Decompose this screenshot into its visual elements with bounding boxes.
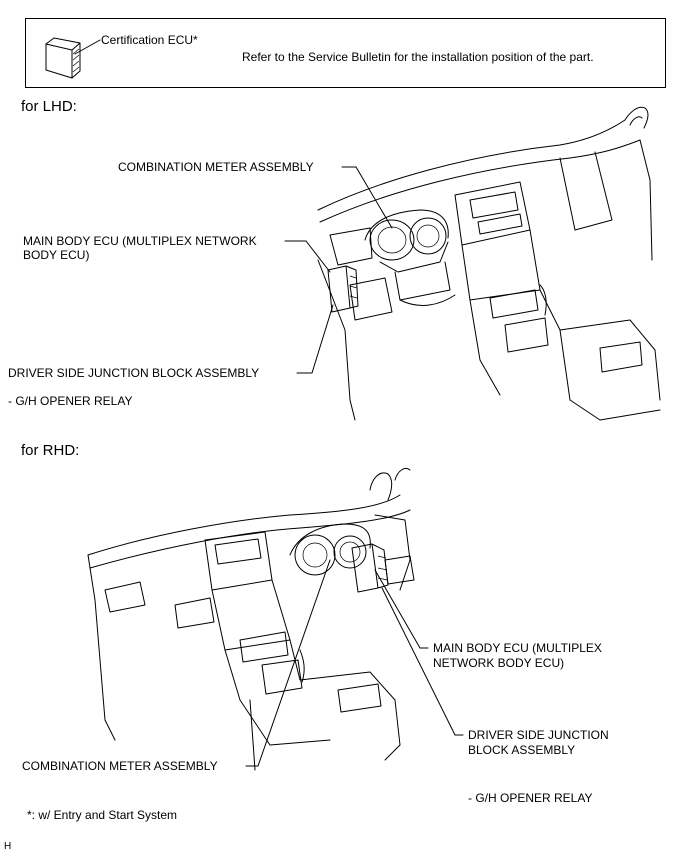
legend-note: Refer to the Service Bulletin for the in…	[242, 50, 594, 64]
footnote: *: w/ Entry and Start System	[27, 808, 178, 822]
lhd-main-body-ecu-label-line2: BODY ECU)	[23, 248, 90, 262]
rhd-heading: for RHD:	[21, 442, 80, 459]
rhd-dashboard-drawing	[87, 467, 415, 771]
lhd-dashboard-drawing	[317, 106, 661, 421]
lhd-leader-lines	[284, 166, 393, 374]
rhd-main-body-ecu-label-line1: MAIN BODY ECU (MULTIPLEX	[433, 641, 602, 655]
rhd-driver-side-jb-label-line2: BLOCK ASSEMBLY	[468, 743, 576, 757]
rhd-relay-label: - G/H OPENER RELAY	[468, 791, 593, 805]
certification-ecu-label: Certification ECU*	[101, 33, 198, 47]
rhd-driver-side-jb-label-line1: DRIVER SIDE JUNCTION	[468, 728, 609, 742]
lhd-driver-side-jb-label: DRIVER SIDE JUNCTION BLOCK ASSEMBLY	[8, 366, 260, 380]
lhd-main-body-ecu-label-line1: MAIN BODY ECU (MULTIPLEX NETWORK	[23, 234, 257, 248]
lhd-combination-meter-label: COMBINATION METER ASSEMBLY	[118, 160, 314, 174]
lhd-relay-label: - G/H OPENER RELAY	[8, 394, 133, 408]
lhd-heading: for LHD:	[21, 98, 77, 115]
rhd-leader-lines	[245, 559, 464, 767]
rhd-main-body-ecu-label-line2: NETWORK BODY ECU)	[433, 656, 565, 670]
rhd-combination-meter-label: COMBINATION METER ASSEMBLY	[22, 759, 218, 773]
corner-mark: H	[4, 841, 12, 852]
legend-box	[25, 18, 666, 88]
certification-ecu-icon	[45, 37, 101, 79]
